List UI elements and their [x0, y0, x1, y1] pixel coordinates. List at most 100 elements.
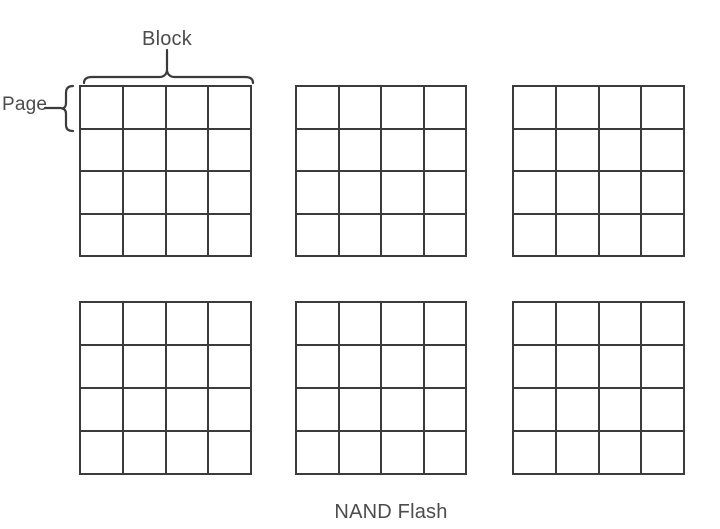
- page-cell: [556, 214, 598, 255]
- page-cell: [556, 389, 598, 430]
- page-cell: [424, 129, 465, 170]
- page-cell: [642, 432, 683, 473]
- page-cell: [424, 389, 465, 430]
- page-cell: [123, 346, 165, 387]
- page-cell: [297, 214, 338, 255]
- page-cell: [556, 129, 598, 170]
- page-cell: [209, 172, 250, 213]
- block: [295, 301, 467, 475]
- page-cell: [382, 172, 423, 213]
- page-cell: [81, 346, 122, 387]
- page-cell: [514, 129, 555, 170]
- page-cell: [424, 432, 465, 473]
- page-cell: [297, 129, 338, 170]
- page-cell: [123, 214, 165, 255]
- page-cell: [642, 389, 683, 430]
- page-cell: [514, 214, 555, 255]
- page-cell: [599, 432, 641, 473]
- page-cell: [81, 432, 122, 473]
- page-cell: [514, 346, 555, 387]
- page-cell: [599, 129, 641, 170]
- page-cell: [514, 389, 555, 430]
- page-cell: [209, 432, 250, 473]
- page-cell: [297, 389, 338, 430]
- block-brace: [82, 48, 255, 85]
- page-cell: [166, 172, 208, 213]
- page-cell: [424, 172, 465, 213]
- page-label: Page: [2, 94, 48, 115]
- page-cell: [642, 303, 683, 344]
- page-cell: [382, 87, 423, 128]
- page-cell: [81, 389, 122, 430]
- page-cell: [382, 346, 423, 387]
- page-cell: [209, 129, 250, 170]
- page-cell: [209, 346, 250, 387]
- page-cell: [382, 214, 423, 255]
- page-cell: [424, 87, 465, 128]
- page-cell: [209, 303, 250, 344]
- page-cell: [123, 87, 165, 128]
- page-cell: [556, 303, 598, 344]
- page-cell: [424, 214, 465, 255]
- page-cell: [123, 432, 165, 473]
- page-cell: [339, 346, 380, 387]
- page-cell: [81, 172, 122, 213]
- page-brace: [43, 84, 75, 133]
- page-cell: [514, 87, 555, 128]
- page-cell: [297, 87, 338, 128]
- page-cell: [424, 303, 465, 344]
- block: [79, 85, 252, 257]
- block: [295, 85, 467, 257]
- page-cell: [599, 172, 641, 213]
- page-cell: [599, 87, 641, 128]
- page-cell: [514, 432, 555, 473]
- page-cell: [599, 389, 641, 430]
- block: [512, 301, 685, 475]
- page-cell: [556, 346, 598, 387]
- page-cell: [81, 214, 122, 255]
- page-cell: [424, 346, 465, 387]
- page-cell: [339, 303, 380, 344]
- page-cell: [297, 172, 338, 213]
- page-cell: [81, 129, 122, 170]
- page-cell: [209, 87, 250, 128]
- page-cell: [123, 172, 165, 213]
- page-cell: [514, 303, 555, 344]
- page-cell: [81, 303, 122, 344]
- page-cell: [123, 389, 165, 430]
- page-cell: [123, 303, 165, 344]
- page-cell: [339, 432, 380, 473]
- page-cell: [556, 87, 598, 128]
- diagram-title: NAND Flash: [334, 501, 448, 523]
- page-cell: [166, 389, 208, 430]
- page-cell: [166, 303, 208, 344]
- page-cell: [297, 346, 338, 387]
- page-cell: [556, 172, 598, 213]
- page-cell: [642, 214, 683, 255]
- page-cell: [297, 303, 338, 344]
- block: [79, 301, 252, 475]
- page-cell: [166, 87, 208, 128]
- page-cell: [514, 172, 555, 213]
- page-cell: [599, 214, 641, 255]
- page-cell: [209, 389, 250, 430]
- page-cell: [339, 214, 380, 255]
- page-cell: [556, 432, 598, 473]
- block: [512, 85, 685, 257]
- block-label: Block: [142, 28, 192, 50]
- page-cell: [209, 214, 250, 255]
- page-cell: [339, 129, 380, 170]
- page-cell: [339, 389, 380, 430]
- page-cell: [166, 129, 208, 170]
- page-cell: [81, 87, 122, 128]
- page-cell: [123, 129, 165, 170]
- page-cell: [166, 432, 208, 473]
- page-cell: [642, 346, 683, 387]
- page-cell: [599, 303, 641, 344]
- page-cell: [166, 346, 208, 387]
- page-cell: [599, 346, 641, 387]
- page-cell: [642, 87, 683, 128]
- page-cell: [642, 129, 683, 170]
- page-cell: [297, 432, 338, 473]
